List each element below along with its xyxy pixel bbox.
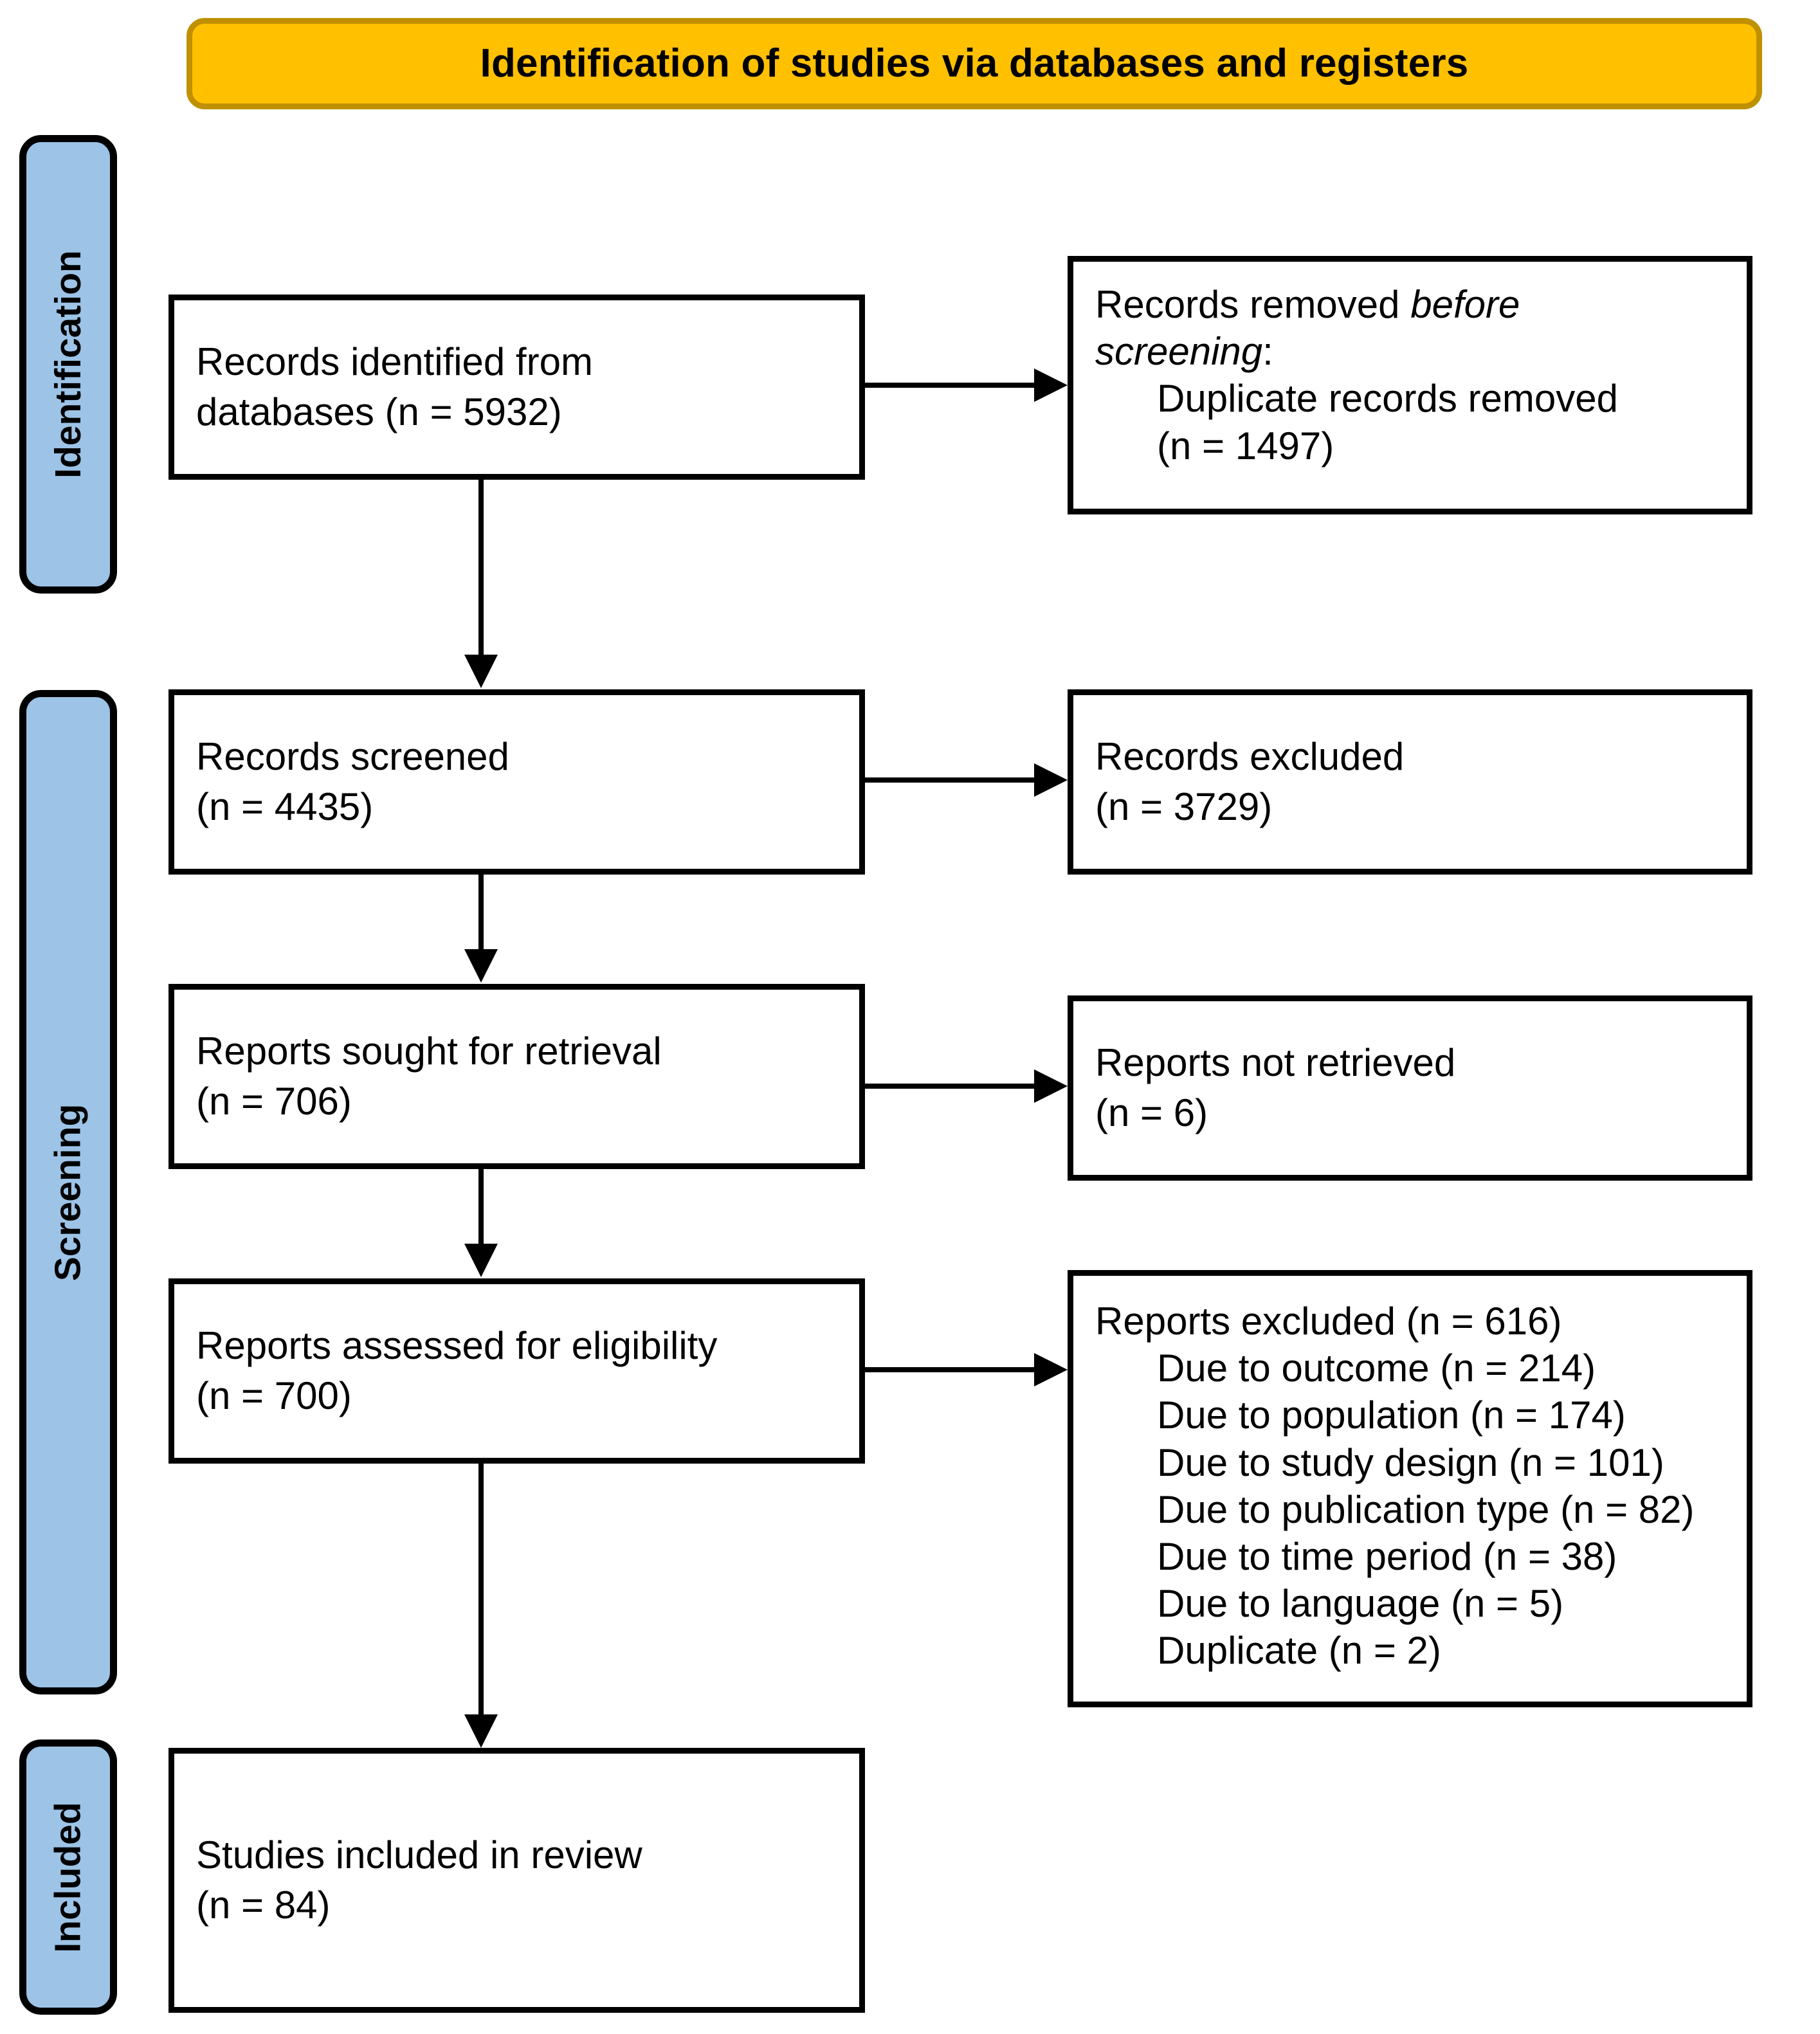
arrowhead-identified-to-screened [464,655,498,688]
box-records-excluded-line1: Records excluded [1095,735,1405,778]
box-reports-assessed-line2: (n = 700) [196,1374,352,1417]
arrowhead-sought-to-assessed [464,1244,498,1277]
box-records-identified-line2: databases (n = 5932) [196,390,562,433]
box-reports-sought-for-retrieval: Reports sought for retrieval (n = 706) [168,984,865,1169]
box-records-removed-line3: Duplicate records removed [1157,377,1618,421]
box-reports-not-retrieved-line2: (n = 6) [1095,1091,1208,1134]
box-records-screened: Records screened (n = 4435) [168,689,865,875]
connector-sought-to-assessed [478,1169,484,1244]
connector-screened-to-excluded [865,777,1034,783]
connector-sought-to-notretrieved [865,1084,1034,1089]
box-reports-not-retrieved: Reports not retrieved (n = 6) [1068,995,1752,1181]
reports-excluded-reason: Due to time period (n = 38) [1157,1534,1617,1578]
reports-excluded-reason: Due to outcome (n = 214) [1157,1347,1596,1390]
arrowhead-screened-to-sought [464,949,498,983]
box-records-identified: Records identified from databases (n = 5… [168,295,865,480]
connector-screened-to-sought [478,875,484,949]
connector-assessed-to-included [478,1464,484,1714]
reports-excluded-reason: Due to study design (n = 101) [1157,1440,1664,1484]
box-reports-excluded: Reports excluded (n = 616) Due to outcom… [1068,1270,1752,1707]
box-studies-included-in-review: Studies included in review (n = 84) [168,1748,865,2013]
box-records-removed-line1: Records removed before [1095,281,1725,328]
arrowhead-identified-to-removed [1034,368,1068,402]
diagram-header-banner: Identification of studies via databases … [187,18,1762,109]
reports-excluded-reason: Due to language (n = 5) [1157,1582,1564,1626]
box-reports-assessed-line1: Reports assessed for eligibility [196,1324,718,1367]
box-records-identified-line1: Records identified from [196,340,593,383]
box-records-removed-line2-italic: screening [1095,330,1263,374]
box-records-removed-line1-prefix: Records removed [1095,283,1411,326]
stage-label-screening: Screening [47,1103,89,1281]
connector-assessed-to-reportsexcluded [865,1367,1034,1372]
arrowhead-screened-to-excluded [1034,763,1068,797]
reports-excluded-reason: Due to publication type (n = 82) [1157,1487,1695,1531]
reports-excluded-reason: Duplicate (n = 2) [1157,1629,1441,1673]
reports-excluded-reason-list: Due to outcome (n = 214)Due to populatio… [1095,1345,1725,1674]
box-records-screened-line1: Records screened [196,735,509,778]
reports-excluded-reason: Due to population (n = 174) [1157,1394,1626,1437]
connector-identified-to-screened [478,480,484,655]
connector-identified-to-removed [865,383,1034,388]
box-records-removed-line2: screening: [1095,328,1725,375]
box-records-excluded: Records excluded (n = 3729) [1068,689,1752,875]
box-reports-sought-line2: (n = 706) [196,1080,352,1123]
box-studies-included-line1: Studies included in review [196,1833,642,1876]
stage-label-identification: Identification [47,250,89,478]
stage-bar-screening: Screening [19,690,117,1694]
box-records-screened-line2: (n = 4435) [196,785,374,828]
box-reports-excluded-heading: Reports excluded (n = 616) [1095,1300,1562,1343]
box-records-removed-line2-suffix: : [1262,330,1273,374]
box-records-removed-line4: (n = 1497) [1157,424,1334,468]
arrowhead-assessed-to-included [464,1714,498,1748]
box-records-excluded-line2: (n = 3729) [1095,785,1273,828]
box-reports-sought-line1: Reports sought for retrieval [196,1030,662,1073]
stage-label-included: Included [47,1801,89,1953]
arrowhead-sought-to-notretrieved [1034,1069,1068,1103]
box-reports-assessed-for-eligibility: Reports assessed for eligibility (n = 70… [168,1278,865,1464]
arrowhead-assessed-to-reportsexcluded [1034,1353,1068,1386]
diagram-title: Identification of studies via databases … [480,41,1469,86]
box-reports-not-retrieved-line1: Reports not retrieved [1095,1041,1456,1084]
box-records-removed-before-screening: Records removed before screening: Duplic… [1068,256,1752,514]
stage-bar-included: Included [19,1739,117,2015]
box-records-removed-line1-italic: before [1410,283,1520,326]
stage-bar-identification: Identification [19,135,117,594]
box-studies-included-line2: (n = 84) [196,1884,331,1927]
